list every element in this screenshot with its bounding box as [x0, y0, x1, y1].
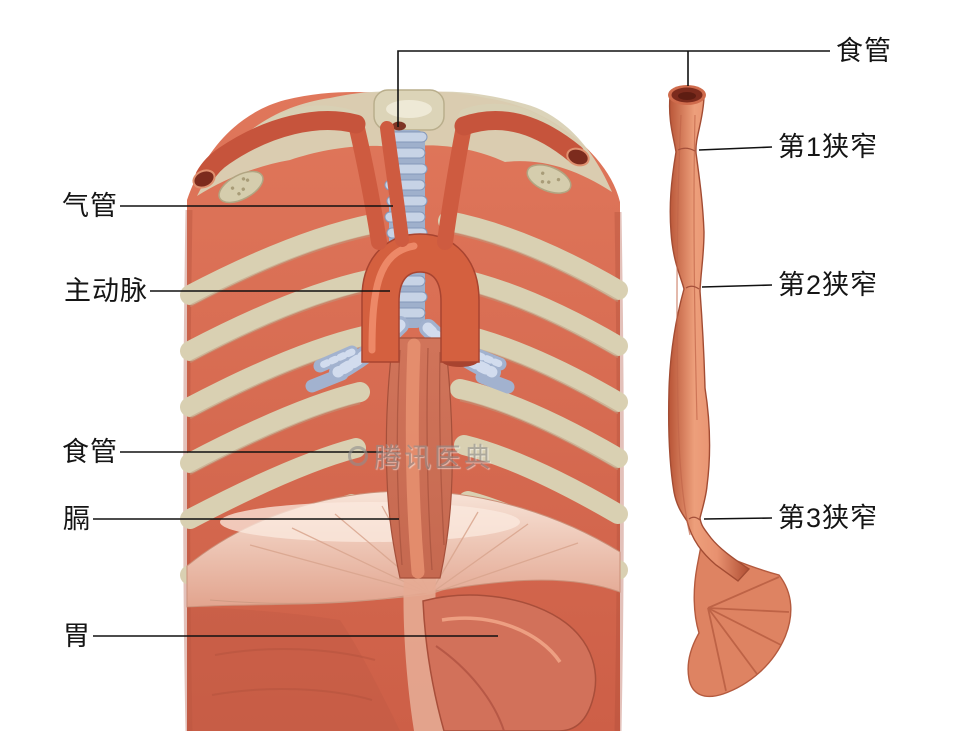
label-constriction-2: 第2狭窄: [778, 270, 879, 300]
label-aorta: 主动脉: [64, 276, 148, 306]
aorta: [192, 111, 590, 367]
watermark-text: 腾讯医典: [374, 443, 494, 473]
leader-line-esophagus-top: [397, 50, 830, 127]
esophagus-central: [385, 337, 453, 579]
label-constriction-1: 第1狭窄: [778, 132, 879, 162]
label-esophagus-left: 食管: [62, 437, 118, 467]
stomach-shape: [422, 594, 597, 731]
leader-line-constriction-3: [703, 517, 773, 520]
label-diaphragm: 膈: [63, 504, 91, 534]
esophagus-opening: [392, 121, 406, 131]
watermark: 腾讯医典: [348, 436, 494, 475]
leader-lines: [93, 50, 830, 637]
leader-line-constriction-1: [698, 146, 773, 151]
watermark-logo-icon: [348, 445, 368, 466]
esophagus-tube: [667, 95, 751, 582]
label-trachea: 气管: [62, 191, 118, 221]
cut-rib-right: [526, 164, 572, 194]
thorax-illustration: [180, 89, 628, 731]
label-esophagus-top: 食管: [836, 36, 892, 66]
leader-line-constriction-2: [701, 284, 773, 288]
cut-rib-left: [218, 170, 264, 204]
label-stomach: 胃: [63, 621, 91, 651]
esophagus-isolated: [667, 85, 792, 698]
label-constriction-3: 第3狭窄: [778, 503, 879, 533]
abdomen: [187, 575, 597, 731]
